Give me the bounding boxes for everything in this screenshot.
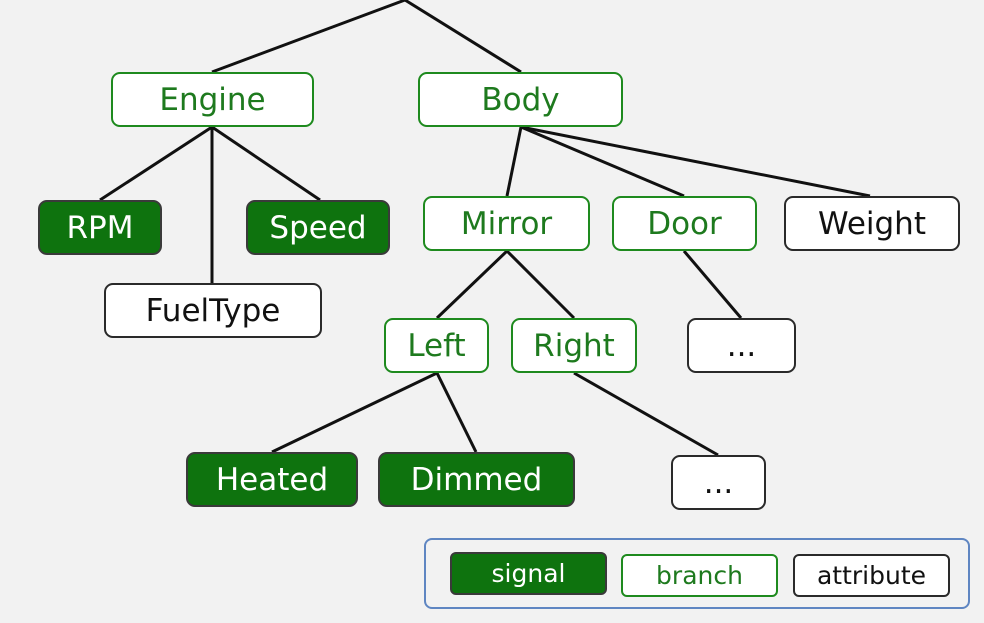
node-speed: Speed	[246, 200, 390, 255]
edge-engine-rpm	[99, 125, 213, 202]
edge-mirror-left	[435, 249, 509, 320]
edge-engine-speed	[211, 125, 321, 202]
legend-signal: signal	[450, 552, 607, 595]
edge-right-right_more	[573, 371, 719, 457]
edge-root-body	[404, 0, 522, 74]
legend-branch: branch	[621, 554, 778, 597]
edge-body-weight	[520, 125, 871, 198]
node-heated: Heated	[186, 452, 358, 507]
node-left: Left	[384, 318, 489, 373]
legend: signal branch attribute	[424, 538, 970, 609]
edge-left-dimmed	[435, 372, 478, 453]
node-door-more: ...	[687, 318, 796, 373]
edge-body-mirror	[505, 126, 523, 197]
edge-body-door	[520, 125, 685, 198]
node-mirror: Mirror	[423, 196, 590, 251]
edge-left-heated	[271, 371, 438, 454]
node-right: Right	[511, 318, 637, 373]
node-dimmed: Dimmed	[378, 452, 575, 507]
node-door: Door	[612, 196, 757, 251]
legend-attribute: attribute	[793, 554, 950, 597]
node-right-more: ...	[671, 455, 766, 510]
node-rpm: RPM	[38, 200, 162, 255]
node-engine: Engine	[111, 72, 314, 127]
node-weight: Weight	[784, 196, 960, 251]
node-body: Body	[418, 72, 623, 127]
node-fueltype: FuelType	[104, 283, 322, 338]
edge-root-engine	[211, 0, 406, 74]
edge-door-door_more	[682, 250, 743, 319]
edge-mirror-right	[505, 249, 576, 320]
